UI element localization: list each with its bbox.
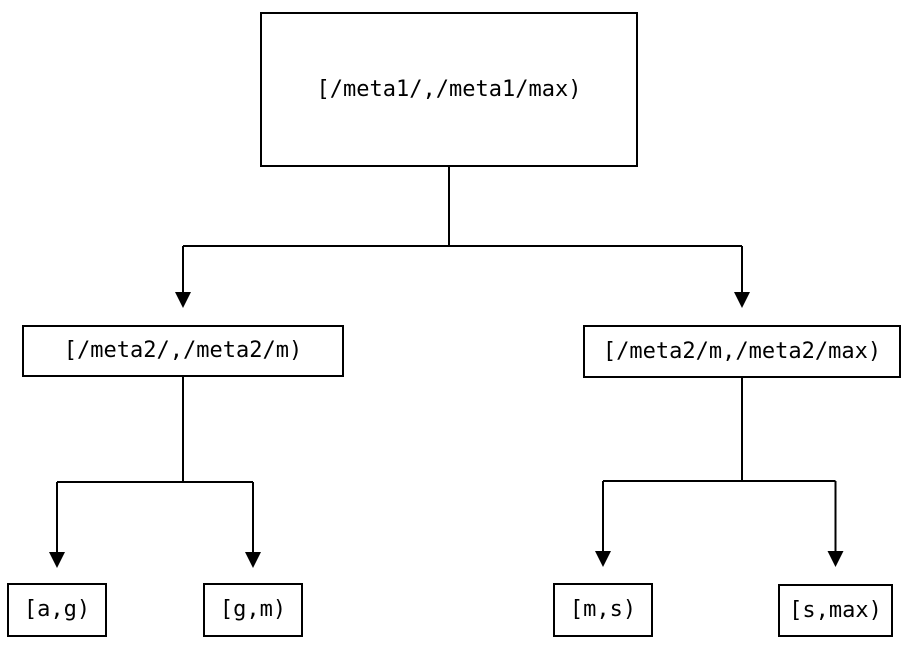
tree-leaf-m-s: [m,s) (553, 583, 653, 637)
tree-node-meta2-upper-range: [/meta2/m,/meta2/max) (583, 325, 901, 378)
arrowhead-down-icon (245, 552, 261, 568)
tree-leaf-a-g: [a,g) (7, 583, 107, 637)
tree-leaf-g-m: [g,m) (203, 583, 303, 637)
arrowhead-down-icon (734, 292, 750, 308)
arrowhead-down-icon (175, 292, 191, 308)
tree-leaf-s-max: [s,max) (778, 584, 893, 637)
arrowhead-down-icon (49, 552, 65, 568)
arrowhead-down-icon (827, 551, 844, 567)
tree-node-meta1-range: [/meta1/,/meta1/max) (260, 12, 638, 167)
arrowhead-down-icon (595, 551, 611, 567)
tree-node-meta2-lower-range: [/meta2/,/meta2/m) (22, 325, 344, 377)
